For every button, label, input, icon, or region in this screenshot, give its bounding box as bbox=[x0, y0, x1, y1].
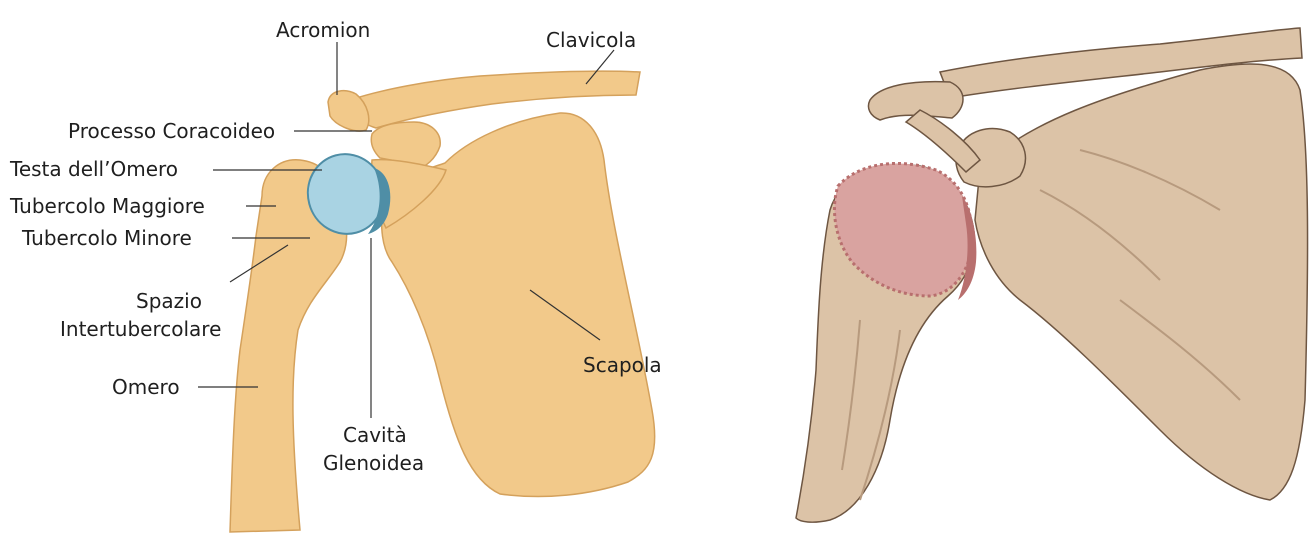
label-testa-omero: Testa dell’Omero bbox=[10, 158, 178, 181]
clavicle-shape bbox=[350, 71, 640, 128]
label-spazio: Spazio bbox=[136, 290, 202, 313]
label-omero: Omero bbox=[112, 376, 180, 399]
label-tubercolo-maggiore: Tubercolo Maggiore bbox=[10, 195, 205, 218]
arthritic-shoulder-illustration bbox=[796, 28, 1308, 522]
right-scapula-shape bbox=[975, 64, 1308, 500]
label-scapola: Scapola bbox=[583, 354, 662, 377]
label-intertubercolare: Intertubercolare bbox=[60, 318, 221, 341]
label-processo-coracoideo: Processo Coracoideo bbox=[68, 120, 275, 143]
label-clavicola: Clavicola bbox=[546, 29, 636, 52]
labeled-shoulder-diagram bbox=[198, 42, 655, 532]
label-tubercolo-minore: Tubercolo Minore bbox=[22, 227, 192, 250]
label-glenoidea: Glenoidea bbox=[323, 452, 424, 475]
label-cavita: Cavità bbox=[343, 424, 407, 447]
label-acromion: Acromion bbox=[276, 19, 370, 42]
